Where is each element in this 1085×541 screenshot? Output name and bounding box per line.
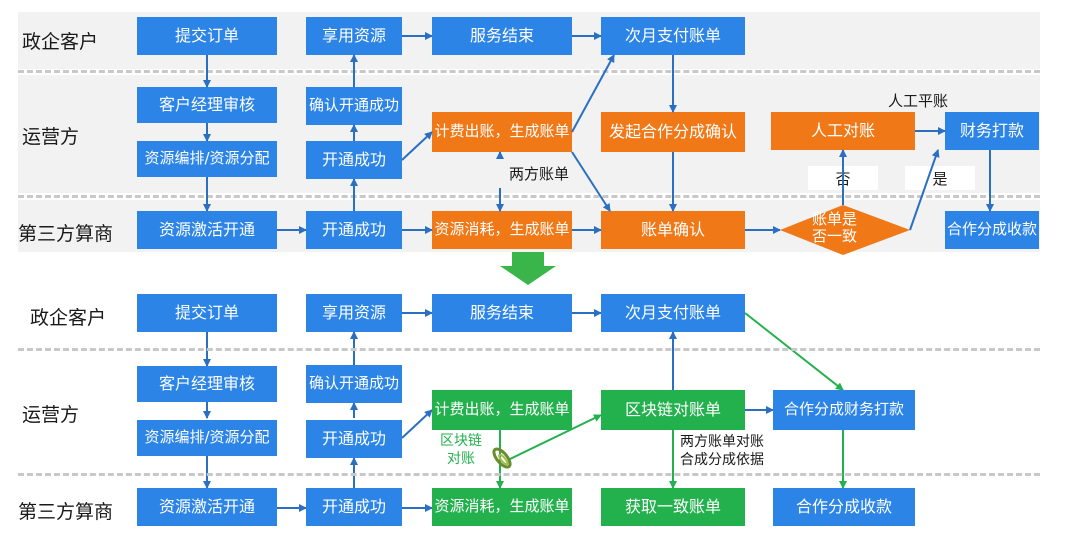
top-lane-label-provider: 第三方算商 (18, 223, 114, 245)
top-lane-separator (18, 195, 1040, 198)
top-lane-label-customer: 政企客户 (22, 31, 99, 53)
b-enjoy-resource-box: 享用资源 (306, 294, 402, 332)
bottom-lane-label-provider: 第三方算商 (18, 501, 114, 523)
top-lane-label-operator: 运营方 (22, 126, 80, 148)
service-end-box: 服务结束 (432, 17, 572, 55)
blockchain-reconcile-box: 区块链对账单 (601, 390, 745, 430)
two-party-bill-label: 两方账单 (509, 165, 570, 183)
down-transition-arrow-icon (500, 252, 556, 285)
submit-order-box: 提交订单 (137, 17, 277, 55)
get-consistent-bill-box: 获取一致账单 (601, 488, 745, 526)
top-lane-separator (18, 70, 1040, 73)
resource-consume-box: 资源消耗，生成账单 (432, 211, 572, 249)
finance-pay-box: 财务打款 (945, 112, 1039, 150)
manual-reconcile-box: 人工对账 (771, 112, 915, 150)
open-success-box: 开通成功 (306, 141, 402, 179)
b-provider-open-success-box: 开通成功 (306, 488, 402, 526)
b-next-month-bill-box: 次月支付账单 (601, 294, 745, 332)
bill-confirm-box: 账单确认 (601, 211, 745, 249)
share-receive-box: 合作分成收款 (945, 211, 1039, 249)
b-resource-allocate-box: 资源编排/资源分配 (137, 420, 277, 456)
yes-label: 是 (905, 166, 975, 190)
b-resource-activate-box: 资源激活开通 (137, 488, 277, 526)
b-share-receive-box: 合作分成收款 (773, 488, 915, 526)
bottom-lane-label-customer: 政企客户 (30, 307, 107, 329)
billing-box: 计费出账，生成账单 (432, 112, 572, 152)
resource-activate-box: 资源激活开通 (137, 211, 277, 249)
manual-flat-label: 人工平账 (888, 92, 949, 110)
b-resource-consume-box: 资源消耗，生成账单 (432, 488, 572, 526)
consistency-decision-label: 账单是 否一致 (812, 210, 858, 246)
b-manager-review-box: 客户经理审核 (137, 366, 277, 402)
provider-open-success-box: 开通成功 (306, 211, 402, 249)
two-party-basis-label: 两方账单对账 合成分成依据 (680, 434, 764, 468)
b-service-end-box: 服务结束 (432, 294, 572, 332)
bottom-lane-label-operator: 运营方 (22, 404, 80, 426)
resource-allocate-box: 资源编排/资源分配 (137, 141, 277, 177)
bottom-lane-separator (18, 348, 1040, 351)
next-month-bill-box: 次月支付账单 (601, 17, 745, 55)
initiate-share-confirm-box: 发起合作分成确认 (601, 112, 745, 152)
share-finance-pay-box: 合作分成财务打款 (773, 390, 915, 430)
manager-review-box: 客户经理审核 (137, 87, 277, 123)
enjoy-resource-box: 享用资源 (306, 17, 402, 55)
b-open-success-box: 开通成功 (306, 420, 402, 458)
blockchain-reconcile-label: 区块链 对账 (440, 433, 482, 468)
paperclip-icon (492, 447, 512, 469)
consistency-decision-diamond (780, 205, 910, 255)
b-confirm-open-success-box: 确认开通成功 (306, 365, 402, 403)
b-billing-box: 计费出账，生成账单 (432, 390, 572, 430)
b-submit-order-box: 提交订单 (137, 294, 277, 332)
confirm-open-success-box: 确认开通成功 (306, 87, 402, 125)
bottom-lane-separator (18, 473, 1040, 476)
